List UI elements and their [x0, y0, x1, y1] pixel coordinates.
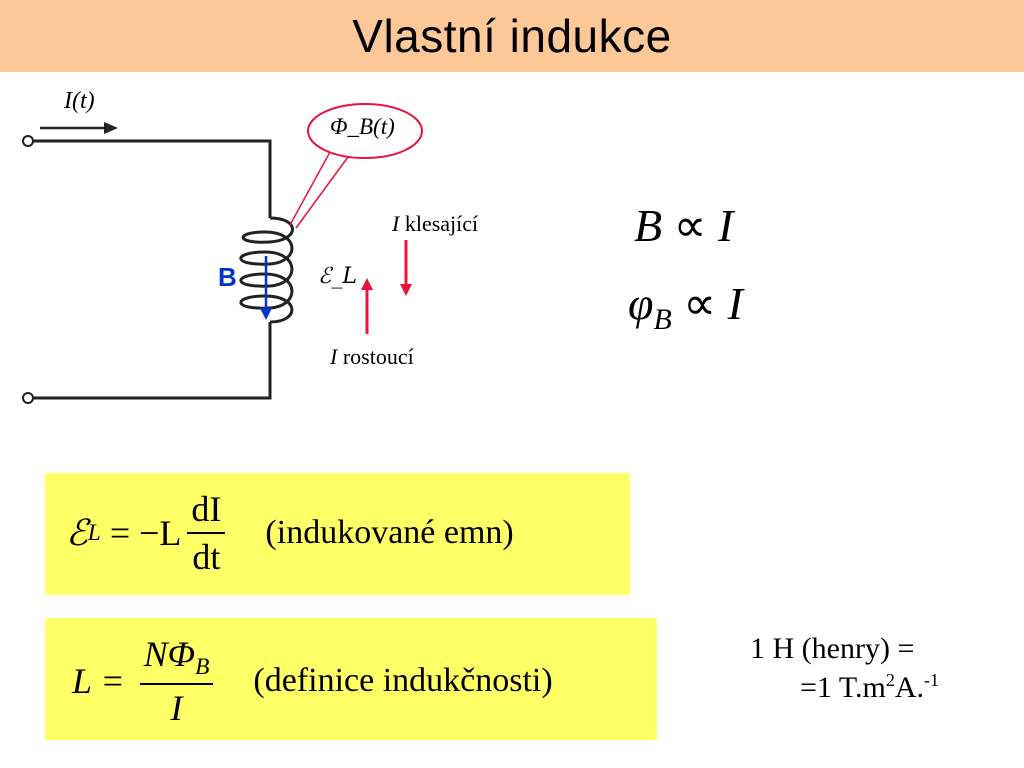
- prop-b: B: [634, 200, 663, 251]
- flux-bubble: [307, 103, 423, 159]
- current-label: I(t): [64, 88, 95, 114]
- decreasing-text: klesající: [404, 211, 479, 236]
- proportionality-phi: φB ∝ I: [628, 276, 743, 337]
- increasing-label: I rostoucí: [330, 344, 414, 370]
- terminal-top: [22, 135, 34, 147]
- inductance-equation-box: [45, 618, 657, 740]
- henry-definition-line2: =1 T.m2A.-1: [800, 670, 939, 705]
- inductance-fraction: NΦB I: [139, 633, 214, 729]
- terminal-bottom: [22, 392, 34, 404]
- flux-pointer-2: [295, 156, 349, 229]
- flux-label: Φ_B(t): [330, 114, 395, 140]
- emf-lhs: ℰ: [66, 513, 88, 553]
- henry-unit-b: A.: [894, 671, 924, 704]
- henry-definition-line1: 1 H (henry) =: [750, 632, 915, 665]
- flux-phi: Φ_B(t): [330, 114, 395, 139]
- emf-equation-box: [45, 473, 630, 595]
- page-title: Vlastní indukce: [352, 10, 672, 62]
- inductance-num-text: NΦ: [143, 634, 196, 674]
- prop-i-2: I: [727, 278, 743, 329]
- emf-lhs-sub: L: [87, 519, 101, 546]
- emf-fraction: dI dt: [187, 488, 226, 578]
- prop-phi-sub: B: [653, 303, 672, 337]
- decreasing-label: I klesající: [392, 211, 478, 237]
- inductance-note: (definice indukčnosti): [253, 662, 553, 700]
- increasing-i: I: [330, 344, 338, 369]
- prop-i-1: I: [717, 200, 734, 251]
- increasing-text: rostoucí: [342, 344, 414, 369]
- emf-numerator: dI: [187, 488, 226, 534]
- proportionality-b: B ∝ I: [634, 198, 733, 252]
- current-arrowhead: [104, 122, 118, 134]
- circuit-diagram: [22, 103, 423, 404]
- b-field-label: B: [218, 262, 237, 292]
- henry-sup-2: -1: [923, 670, 939, 690]
- emf-note: (indukované emn): [265, 514, 514, 551]
- emf-equals: = −L: [100, 513, 182, 553]
- flux-pointer-1: [289, 151, 331, 226]
- b-field-arrowhead: [260, 308, 272, 320]
- decreasing-i: I: [392, 211, 400, 236]
- inductance-numerator: NΦB: [139, 633, 214, 686]
- decreasing-arrowhead: [400, 284, 412, 296]
- henry-sup-1: 2: [885, 670, 895, 690]
- inductance-num-sub: B: [195, 654, 210, 681]
- inductance-lhs: L =: [72, 661, 134, 702]
- prop-symbol-2: ∝: [683, 278, 717, 329]
- prop-symbol-1: ∝: [673, 200, 707, 251]
- henry-unit-a: =1 T.m: [800, 671, 886, 704]
- inductance-denominator: I: [170, 688, 183, 729]
- inductance-equation: L = NΦB I (definice indukčnosti): [72, 633, 553, 729]
- emf-label: ℰ_L: [318, 264, 357, 289]
- prop-phi: φ: [628, 278, 654, 329]
- increasing-arrowhead: [361, 278, 373, 290]
- circuit-wires: [30, 139, 272, 400]
- title-bar: Vlastní indukce: [0, 0, 1024, 72]
- emf-denominator: dt: [192, 537, 221, 577]
